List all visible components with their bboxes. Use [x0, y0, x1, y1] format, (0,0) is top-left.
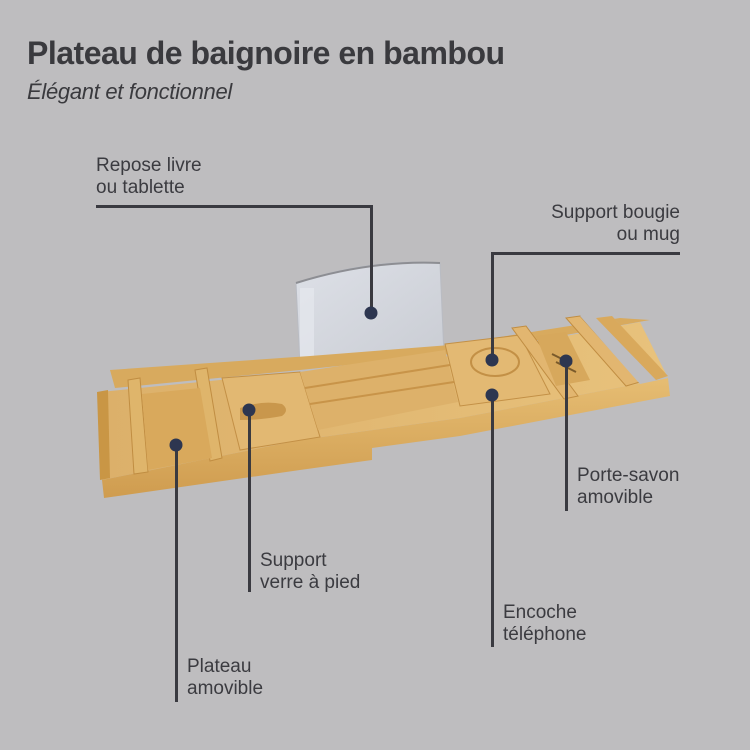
candle-mug-leader-line	[491, 252, 494, 360]
soap-holder-leader-line	[565, 361, 568, 511]
soap-holder-marker-dot	[559, 354, 573, 368]
removable-tray-marker-dot	[169, 438, 183, 452]
wine-glass-leader-line	[248, 410, 251, 592]
callout-phone-slot-label: Encoche téléphone	[503, 602, 586, 646]
callout-soap-holder-label: Porte-savon amovible	[577, 465, 679, 509]
callout-line: ou tablette	[96, 177, 185, 198]
page-subtitle: Élégant et fonctionnel	[27, 79, 232, 104]
callout-line: Porte-savon	[577, 465, 680, 486]
callout-removable-tray-label: Plateau amovible	[187, 656, 263, 700]
callout-line: Repose livre	[96, 155, 202, 176]
callout-line: verre à pied	[260, 572, 361, 593]
phone-slot-leader-line	[491, 395, 494, 647]
callout-line: Encoche	[503, 602, 577, 623]
callout-line: Support bougie	[551, 202, 680, 223]
wine-glass-marker-dot	[242, 403, 256, 417]
phone-slot-marker-dot	[485, 388, 499, 402]
book-rest-leader-line	[370, 205, 373, 313]
callout-line: amovible	[187, 678, 264, 699]
callout-candle-mug-label: Support bougie ou mug	[500, 202, 680, 246]
book-rest-leader-line	[96, 205, 372, 208]
callout-line: Plateau	[187, 656, 252, 677]
candle-mug-marker-dot	[485, 353, 499, 367]
removable-tray-leader-line	[175, 445, 178, 702]
callout-line: amovible	[577, 487, 654, 508]
callout-wine-glass-label: Support verre à pied	[260, 550, 360, 594]
callout-line: Support	[260, 550, 327, 571]
page-title: Plateau de baignoire en bambou	[27, 35, 505, 71]
book-rest-marker-dot	[364, 306, 378, 320]
callout-line: ou mug	[616, 224, 680, 245]
callout-book-rest-label: Repose livre ou tablette	[96, 155, 202, 199]
callout-line: téléphone	[503, 624, 587, 645]
candle-mug-leader-line	[491, 252, 680, 255]
